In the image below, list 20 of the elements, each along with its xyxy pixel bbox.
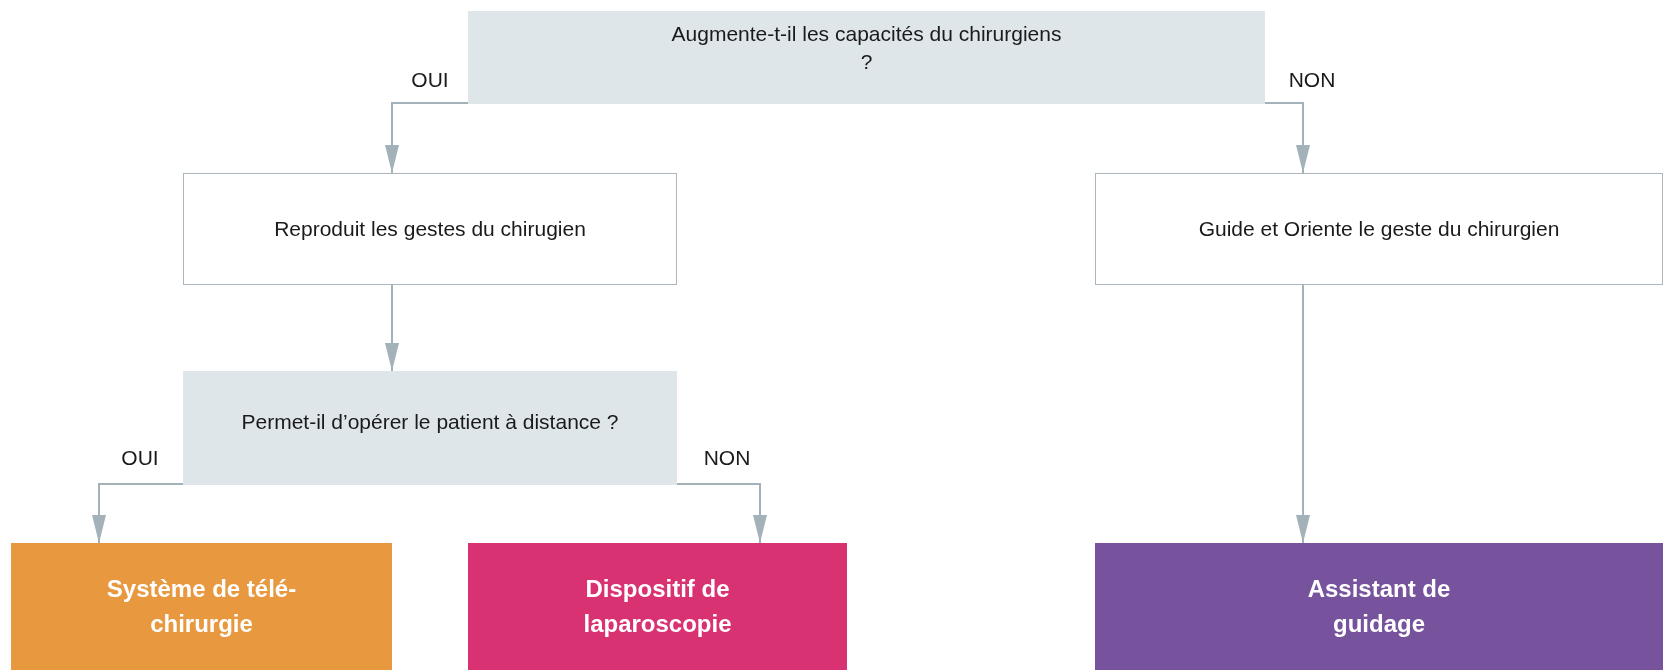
node-text: Système de télé-chirurgie — [105, 573, 298, 639]
decision-box — [468, 11, 1265, 104]
arrow — [676, 483, 767, 544]
node-text: Guide et Oriente le geste du chirurgien — [1197, 216, 1561, 243]
arrow — [385, 284, 399, 372]
arrow — [1296, 284, 1310, 544]
arrow — [1264, 102, 1310, 174]
decision-box — [183, 371, 677, 485]
node-text: Assistant de guidage — [1306, 573, 1452, 639]
arrow — [92, 483, 184, 544]
process-box — [1095, 173, 1663, 285]
outcome-box — [1095, 543, 1663, 670]
outcome-box — [468, 543, 847, 670]
node-text: Augmente-t-il les capacités du chirurgiens ? — [670, 21, 1063, 75]
arrow — [385, 102, 469, 174]
node-text: Dispositif de laparoscopie — [582, 573, 733, 639]
process-box — [183, 173, 677, 285]
node-text: Reproduit les gestes du chirugien — [273, 216, 587, 243]
node-text: Permet-il d’opérer le patient à distance ? — [240, 409, 620, 436]
outcome-box — [11, 543, 392, 670]
